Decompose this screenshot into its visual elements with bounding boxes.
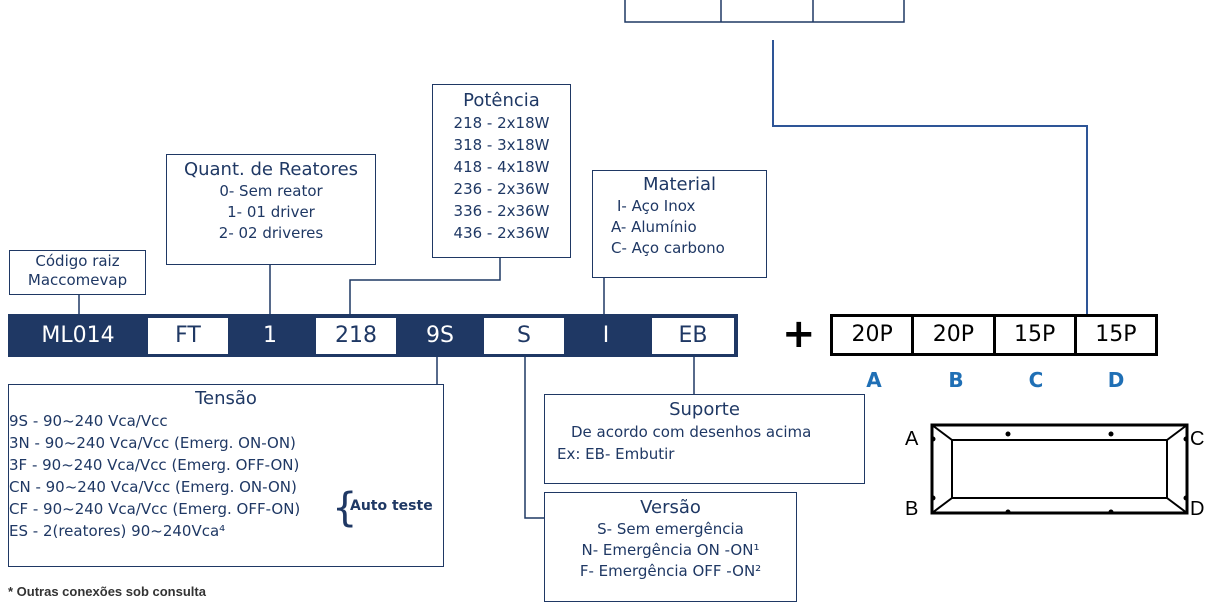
plug-cell-d: 15P xyxy=(1073,317,1155,353)
potencia-line: 318 - 3x18W xyxy=(453,136,550,154)
plug-cell-a: 20P xyxy=(851,322,893,347)
root-code-line-1: Código raiz xyxy=(35,252,120,270)
root-code-box: Código raiz Maccomevap xyxy=(9,250,146,295)
code-segment-material: I xyxy=(602,323,610,348)
tensao-line: 9S - 90~240 Vca/Vcc xyxy=(9,412,168,430)
versao-line: F- Emergência OFF -ON² xyxy=(579,562,762,580)
versao-line: S- Sem emergência xyxy=(597,520,744,538)
tensao-line: CF - 90~240 Vca/Vcc (Emerg. OFF-ON) xyxy=(9,500,301,518)
potencia-connector xyxy=(349,258,501,314)
code-segment-reatores: 1 xyxy=(263,323,277,348)
tensao-line: 3F - 90~240 Vca/Vcc (Emerg. OFF-ON) xyxy=(9,456,300,474)
potencia-line: 436 - 2x36W xyxy=(453,224,550,242)
potencia-line: 336 - 2x36W xyxy=(453,202,550,220)
potencia-title: Potência xyxy=(463,90,540,111)
reatores-box: Quant. de Reatores 0- Sem reator 1- 01 d… xyxy=(166,154,376,265)
tensao-box: Tensão 9S - 90~240 Vca/Vcc 3N - 90~240 V… xyxy=(8,384,444,567)
potencia-line: 218 - 2x18W xyxy=(453,114,550,132)
code-segment-root: ML014 xyxy=(41,323,115,348)
reatores-line: 0- Sem reator xyxy=(219,182,323,200)
versao-box: Versão S- Sem emergência N- Emergência O… xyxy=(544,492,797,602)
plug-connector xyxy=(772,40,1088,314)
footnote: * Outras conexões sob consulta xyxy=(8,584,206,599)
plug-cell-c: 15P xyxy=(992,317,1074,353)
code-segment-tensao: 9S xyxy=(426,323,454,348)
plug-code-box: 20P 20P 15P 15P xyxy=(830,314,1158,356)
reatores-line: 2- 02 driveres xyxy=(218,224,324,242)
fixture-dots xyxy=(930,431,1189,515)
plug-label-b: B xyxy=(948,368,964,392)
material-box: Material I- Aço Inox A- Alumínio C- Aço … xyxy=(592,170,767,278)
plug-label-c: C xyxy=(1028,368,1044,392)
suporte-line: Ex: EB- Embutir xyxy=(557,445,675,463)
code-segment-potencia: 218 xyxy=(316,318,396,354)
potencia-box: Potência 218 - 2x18W 318 - 3x18W 418 - 4… xyxy=(432,84,571,258)
code-segment-versao: S xyxy=(484,318,564,354)
auto-teste-brace: { xyxy=(332,485,358,531)
plus-sign: + xyxy=(782,311,816,357)
potencia-line: 236 - 2x36W xyxy=(453,180,550,198)
material-line: A- Alumínio xyxy=(611,218,697,236)
suporte-box: Suporte De acordo com desenhos acima Ex:… xyxy=(544,394,865,484)
code-segment-suporte: EB xyxy=(652,318,734,354)
top-bracket xyxy=(624,0,905,23)
potencia-line: 418 - 4x18W xyxy=(453,158,550,176)
fixture-corner-a: A xyxy=(905,428,919,450)
plug-cell-b: 20P xyxy=(911,317,992,353)
material-line: I- Aço Inox xyxy=(617,197,696,215)
versao-line: N- Emergência ON -ON¹ xyxy=(581,541,760,559)
root-code-line-2: Maccomevap xyxy=(27,271,128,289)
code-segment-ft: FT xyxy=(148,318,228,354)
tensao-title: Tensão xyxy=(195,388,257,409)
fixture-corner-b: B xyxy=(905,498,919,520)
fixture-corner-d: D xyxy=(1190,498,1205,520)
versao-connector xyxy=(524,357,546,519)
suporte-line: De acordo com desenhos acima xyxy=(571,423,812,441)
reatores-line: 1- 01 driver xyxy=(227,203,315,221)
plug-label-a: A xyxy=(866,368,882,392)
reatores-title: Quant. de Reatores xyxy=(183,159,359,180)
tensao-line: CN - 90~240 Vca/Vcc (Emerg. ON-ON) xyxy=(9,478,297,496)
auto-teste-label: Auto teste xyxy=(350,498,433,514)
material-title: Material xyxy=(642,174,717,195)
versao-title: Versão xyxy=(640,497,701,518)
fixture-drawing xyxy=(930,423,1189,515)
plug-label-d: D xyxy=(1107,368,1125,392)
material-line: C- Aço carbono xyxy=(611,239,725,257)
tensao-line: 3N - 90~240 Vca/Vcc (Emerg. ON-ON) xyxy=(9,434,296,452)
suporte-title: Suporte xyxy=(669,399,740,420)
fixture-corner-c: C xyxy=(1190,428,1205,450)
tensao-line: ES - 2(reatores) 90~240Vca⁴ xyxy=(9,522,226,540)
